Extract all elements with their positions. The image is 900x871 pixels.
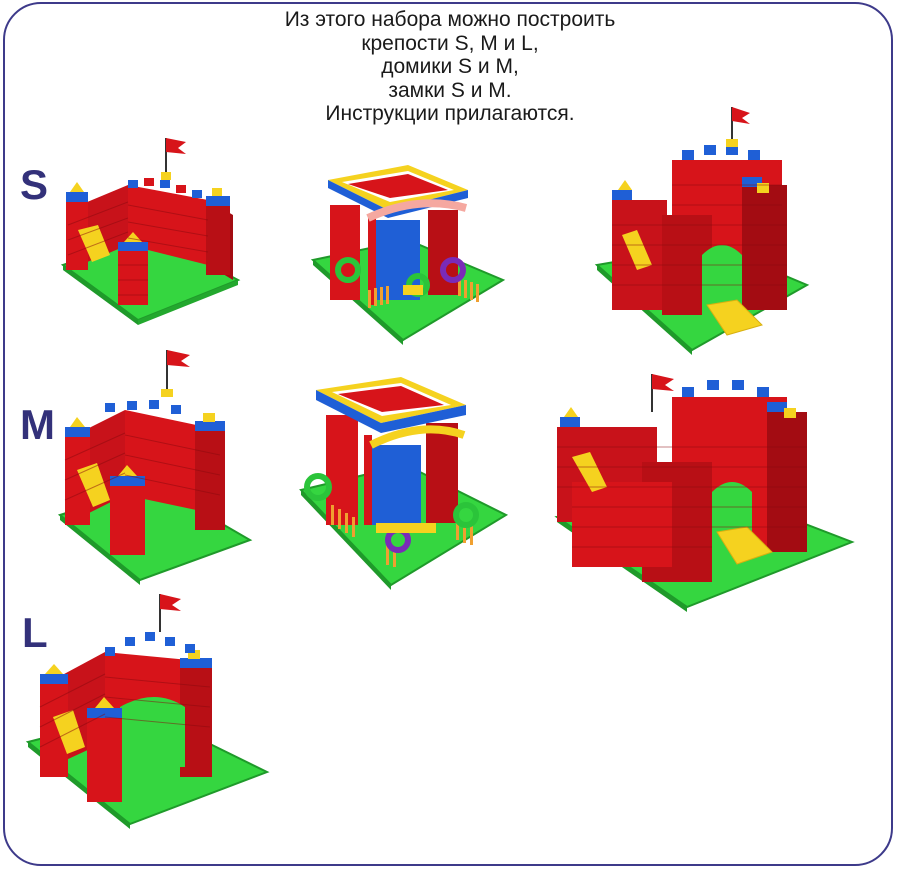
house-m-illustration — [296, 375, 511, 595]
size-label-s: S — [20, 161, 49, 208]
caption: Из этого набора можно построить крепости… — [200, 8, 700, 126]
house-s-illustration — [308, 160, 508, 345]
fortress-s-illustration — [58, 130, 243, 325]
fortress-l-illustration — [25, 592, 270, 830]
castle-m-illustration — [552, 372, 857, 612]
caption-line-4: замки S и M. — [388, 78, 512, 102]
caption-line-2: крепости S, M и L, — [361, 31, 539, 55]
size-label-l: L — [22, 609, 48, 656]
caption-line-3: домики S и M, — [381, 55, 519, 78]
caption-line-5: Инструкции прилагаются. — [325, 102, 575, 125]
castle-s-illustration — [592, 105, 812, 355]
caption-line-1: Из этого набора можно построить — [284, 8, 616, 31]
size-label-m: M — [20, 401, 55, 448]
fortress-m-illustration — [55, 345, 255, 585]
